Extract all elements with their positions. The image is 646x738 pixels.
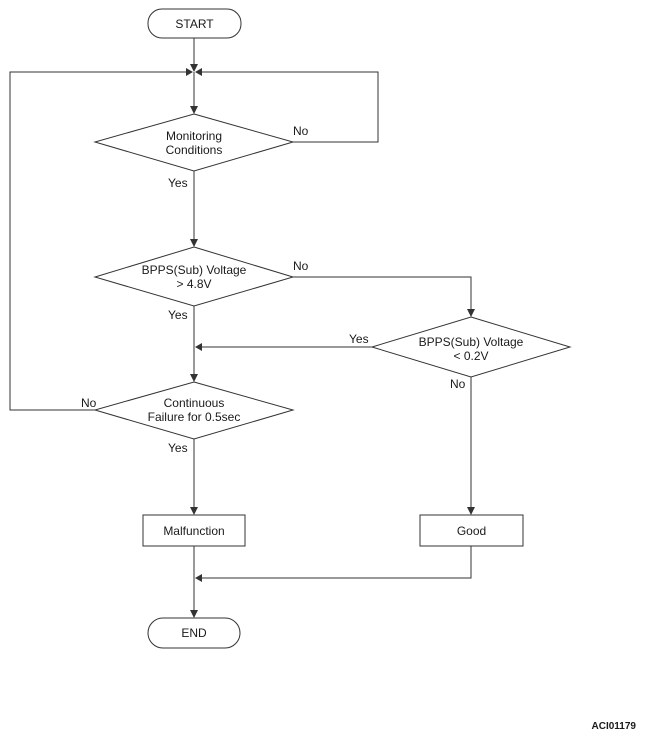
arrowhead [190,106,198,114]
decision-bpps-high-line2: > 4.8V [176,277,211,291]
decision-bpps-low-line1: BPPS(Sub) Voltage [419,335,524,349]
arrowhead [190,610,198,618]
process-good-label: Good [457,524,486,538]
arrowhead [186,68,193,76]
label-continuous-yes: Yes [168,441,188,455]
arrowhead [190,374,198,382]
process-malfunction [142,514,246,547]
decision-continuous-line1: Continuous [164,396,225,410]
label-continuous-no: No [81,396,97,410]
connector-bpps-high-no [293,276,472,310]
decision-monitoring-line2: Conditions [166,143,223,157]
arrowhead [195,343,202,351]
process-good [419,514,524,547]
arrowhead [467,507,475,515]
arrowhead [190,64,198,72]
decision-bpps-low-line2: < 0.2V [453,349,488,363]
arrowhead [195,68,202,76]
label-monitoring-no: No [293,124,309,138]
arrowhead [190,239,198,247]
decision-bpps-high-line1: BPPS(Sub) Voltage [142,263,247,277]
start-label: START [175,17,214,31]
label-monitoring-yes: Yes [168,176,188,190]
decision-monitoring-line1: Monitoring [166,129,222,143]
figure-id: ACI01179 [592,721,637,732]
connector-continuous-no-loop [9,71,187,411]
label-bpps-low-no: No [450,377,466,391]
label-bpps-high-yes: Yes [168,308,188,322]
arrowhead [467,309,475,317]
arrowhead [190,507,198,515]
decision-continuous-line2: Failure for 0.5sec [148,410,241,424]
end-terminal [147,617,241,649]
connector-monitoring-no-loop [201,71,379,143]
end-label: END [181,626,207,640]
connector-good-join [201,546,472,579]
arrowhead [195,574,202,582]
label-bpps-high-no: No [293,259,309,273]
label-bpps-low-yes: Yes [349,332,369,346]
process-malfunction-label: Malfunction [163,524,224,538]
